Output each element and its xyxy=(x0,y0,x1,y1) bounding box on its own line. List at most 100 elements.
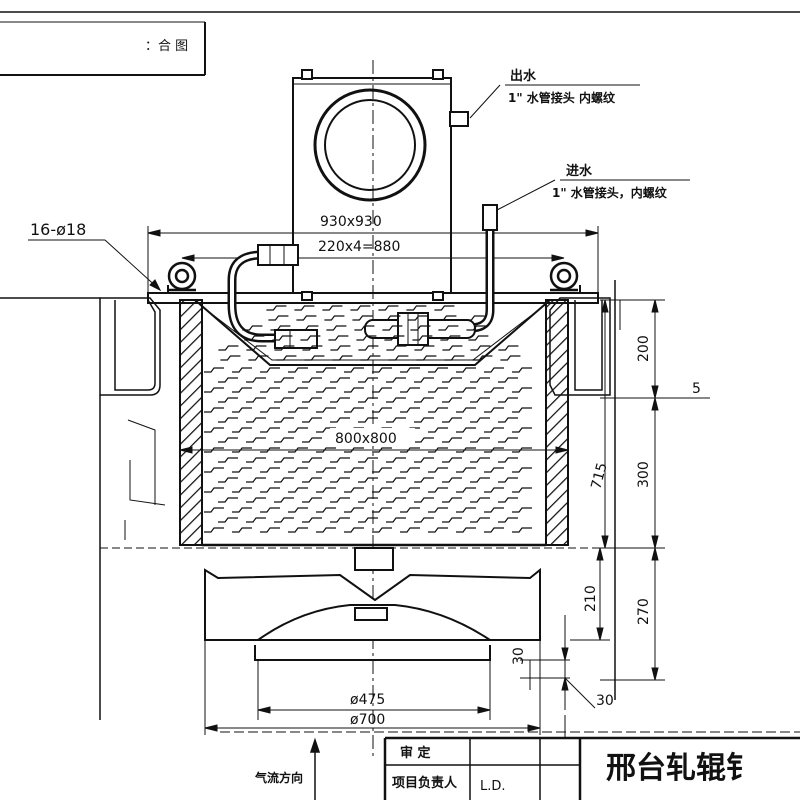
sheet-border xyxy=(0,11,800,76)
fin-segment xyxy=(414,377,434,383)
dim-inner-square: 800x800 xyxy=(335,431,397,447)
fin-segment xyxy=(316,387,336,393)
fin-segment xyxy=(330,517,350,523)
fin-segment xyxy=(442,377,462,383)
fin-segment xyxy=(204,467,224,473)
fin-segment xyxy=(356,335,377,341)
fin-segment xyxy=(218,437,238,443)
fin-segment xyxy=(204,407,224,413)
fin-segment xyxy=(470,397,490,403)
fin-segment xyxy=(400,407,420,413)
fin-segment xyxy=(410,325,431,331)
fin-segment xyxy=(442,417,462,423)
dim-bolt-spacing: 220x4=880 xyxy=(318,239,400,255)
dim-dia-475: ø475 xyxy=(350,692,385,708)
fin-segment xyxy=(330,397,350,403)
fin-segment xyxy=(316,407,336,413)
fin-segment xyxy=(322,305,343,311)
fin-segment xyxy=(372,507,392,513)
fin-segment xyxy=(232,407,252,413)
fin-segment xyxy=(438,325,459,331)
fin-segment xyxy=(512,527,532,533)
fin-segment xyxy=(330,497,350,503)
fin-segment xyxy=(442,457,462,463)
fin-segment xyxy=(456,507,476,513)
fin-segment xyxy=(330,457,350,463)
fin-segment xyxy=(386,345,407,351)
fin-segment xyxy=(498,457,518,463)
fin-segment xyxy=(344,527,364,533)
fin-segment xyxy=(244,335,265,341)
lifting-eye-right xyxy=(549,261,579,292)
fin-segment xyxy=(400,507,420,513)
fin-segment xyxy=(204,487,224,493)
fin-segment xyxy=(386,497,406,503)
fin-segment xyxy=(512,407,532,413)
dim-300: 300 xyxy=(636,461,652,488)
fin-segment xyxy=(444,355,465,361)
fin-segment xyxy=(428,507,448,513)
fin-segment xyxy=(470,457,490,463)
fin-segment xyxy=(232,467,252,473)
fin-segment xyxy=(400,387,420,393)
fin-segment xyxy=(512,487,532,493)
fin-segment xyxy=(328,335,349,341)
fin-segment xyxy=(232,527,252,533)
fin-segment xyxy=(204,367,224,373)
fin-segment xyxy=(380,315,401,321)
dim-200: 200 xyxy=(636,335,652,362)
fin-segment xyxy=(470,437,490,443)
fin-segment xyxy=(386,457,406,463)
fin-segment xyxy=(288,427,308,433)
motor-housing xyxy=(292,69,469,301)
fin-segment xyxy=(276,355,297,361)
fin-segment xyxy=(456,407,476,413)
title-block xyxy=(220,715,800,800)
fin-segment xyxy=(466,325,487,331)
fin-segment xyxy=(498,417,518,423)
fin-segment xyxy=(246,377,266,383)
fin-segment xyxy=(232,487,252,493)
fin-segment xyxy=(468,335,489,341)
fin-segment xyxy=(330,345,351,351)
dim-outer-square: 930x930 xyxy=(320,214,382,230)
fin-segment xyxy=(260,527,280,533)
fin-segment xyxy=(464,315,485,321)
fin-segment xyxy=(388,355,409,361)
fin-segment xyxy=(316,487,336,493)
dimension-inner xyxy=(179,446,569,454)
fin-segment xyxy=(274,377,294,383)
fin-segment xyxy=(470,377,490,383)
fin-segment xyxy=(358,477,378,483)
fin-segment xyxy=(400,367,420,373)
fin-segment xyxy=(470,345,491,351)
fin-segment xyxy=(260,487,280,493)
fin-segment xyxy=(412,335,433,341)
fin-segment xyxy=(442,517,462,523)
water-hose-out xyxy=(227,244,318,349)
fin-segment xyxy=(316,507,336,513)
fin-segment xyxy=(218,497,238,503)
fin-segment xyxy=(386,477,406,483)
fin-segment xyxy=(484,507,504,513)
fin-segment xyxy=(272,335,293,341)
fin-segment xyxy=(242,325,263,331)
fin-segment xyxy=(442,345,463,351)
fin-segment xyxy=(302,377,322,383)
fin-segment xyxy=(298,325,319,331)
dim-210: 210 xyxy=(583,585,599,612)
fin-segment xyxy=(246,417,266,423)
fin-segment xyxy=(316,467,336,473)
fin-segment xyxy=(260,387,280,393)
fin-segment xyxy=(372,387,392,393)
dim-dia-700: ø700 xyxy=(350,712,385,728)
fin-segment xyxy=(218,417,238,423)
fin-segment xyxy=(218,377,238,383)
fin-segment xyxy=(260,427,280,433)
callout-leaders xyxy=(28,84,690,292)
fin-segment xyxy=(384,335,405,341)
fin-segment xyxy=(246,477,266,483)
fin-segment xyxy=(470,517,490,523)
fin-segment xyxy=(218,345,239,351)
fin-segment xyxy=(358,397,378,403)
